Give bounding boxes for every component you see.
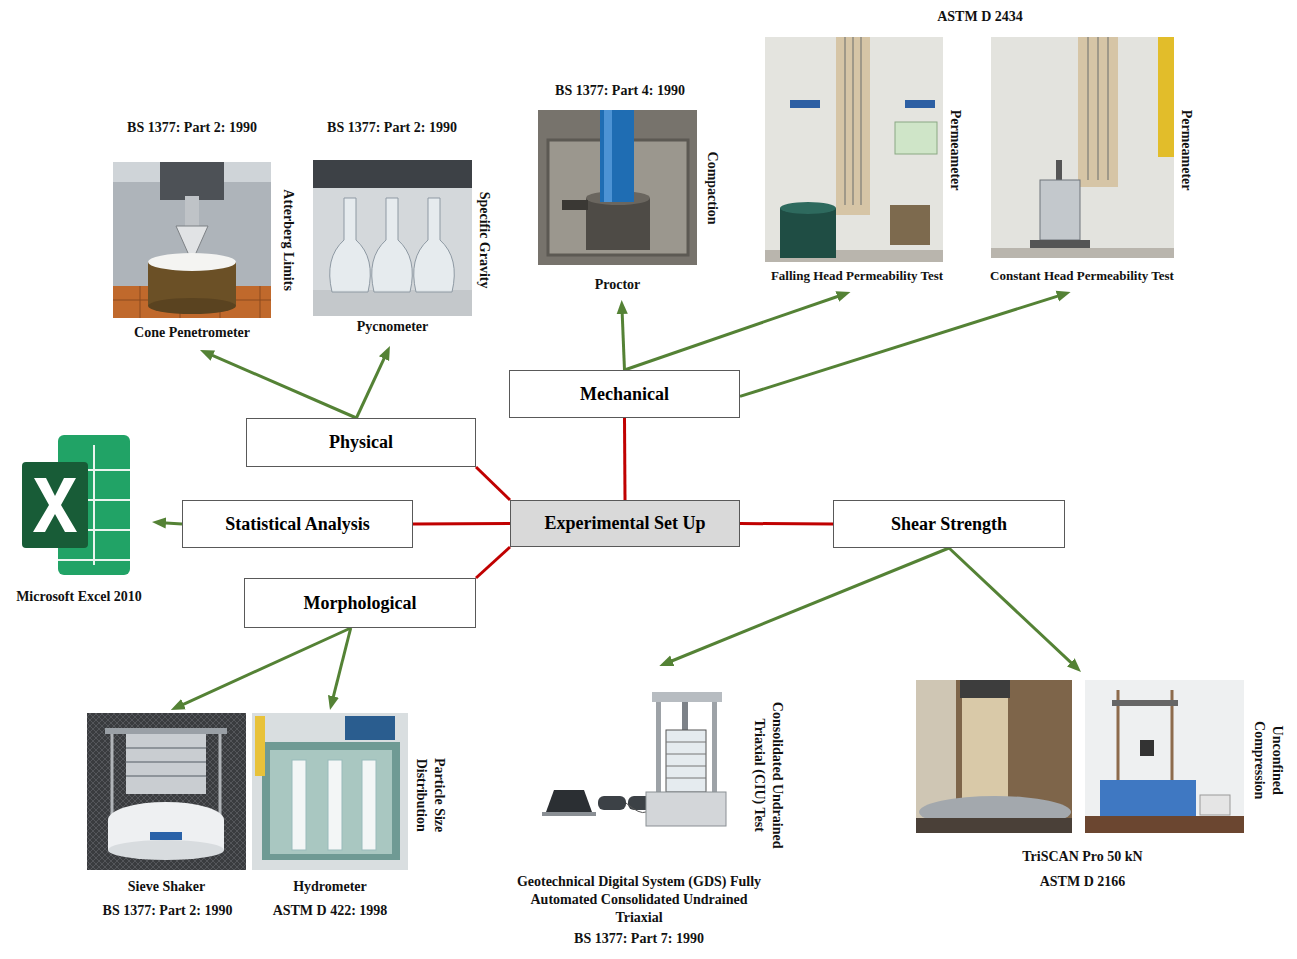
apparatus-name: Geotechnical Digital System (GDS) Fully …	[514, 873, 764, 928]
apparatus-name: Permeameter	[946, 95, 964, 205]
connector-arrow	[356, 351, 387, 418]
box-label: Mechanical	[580, 384, 669, 405]
falling-head-permeameter-photo	[765, 37, 943, 262]
category-box: Morphological	[244, 578, 476, 628]
connector-line	[740, 522, 833, 526]
apparatus-photo: Particle Size DistributionHydrometerASTM…	[250, 710, 450, 925]
test-name: Consolidated Undrained Triaxial (CIU) Te…	[749, 688, 785, 863]
test-name: Unconfined Compression	[1250, 710, 1286, 810]
constant-head-permeameter-photo	[991, 37, 1174, 258]
connector-line	[476, 547, 510, 578]
pycnometer-photo	[313, 160, 472, 316]
standard-label: BS 1377: Part 2: 1990	[307, 119, 477, 137]
apparatus-photo: BS 1377: Part 4: 1990CompactionProctor	[530, 80, 725, 300]
apparatus-photo: BS 1377: Part 2: 1990Atterberg LimitsCon…	[105, 118, 305, 350]
central-box: Experimental Set Up	[510, 500, 740, 547]
standard-label: ASTM D 2166	[1000, 873, 1165, 891]
box-label: Morphological	[304, 593, 417, 614]
apparatus-name: Sieve Shaker	[87, 878, 246, 896]
box-label: Shear Strength	[891, 514, 1007, 535]
apparatus-photo: Consolidated Undrained Triaxial (CIU) Te…	[512, 666, 790, 954]
test-name: Atterberg Limits	[279, 170, 297, 310]
apparatus-name: Proctor	[538, 276, 697, 294]
connector-arrow	[206, 352, 357, 418]
test-name: Compaction	[703, 138, 721, 238]
triaxial-apparatus-figure	[542, 692, 726, 826]
category-box: Shear Strength	[833, 500, 1065, 548]
software-name: Microsoft Excel 2010	[6, 588, 152, 606]
connector-arrow	[622, 306, 625, 370]
category-box: Statistical Analysis	[182, 500, 413, 548]
excel-icon	[22, 435, 130, 575]
hydrometer-photo	[252, 713, 408, 870]
software-icon: Microsoft Excel 2010	[6, 432, 152, 612]
apparatus-photo: PermeameterConstant Head Permeability Te…	[968, 34, 1196, 292]
connector-arrow	[158, 522, 182, 524]
connector-line	[623, 418, 627, 500]
category-box: Physical	[246, 418, 476, 467]
connector-arrow	[331, 628, 350, 704]
sieve-shaker-photo	[87, 713, 246, 870]
proctor-photo	[538, 110, 697, 265]
connector-arrow	[625, 294, 845, 370]
apparatus-name: TriSCAN Pro 50 kN	[1000, 848, 1165, 866]
unconfined-compression-photos	[916, 680, 1244, 833]
standard-label: BS 1377: Part 4: 1990	[538, 82, 702, 100]
apparatus-name: Hydrometer	[252, 878, 408, 896]
connector-line	[476, 467, 510, 500]
standard-label: BS 1377: Part 2: 1990	[85, 902, 250, 920]
category-box: Mechanical	[509, 370, 740, 418]
cone-penetrometer-photo	[113, 162, 271, 318]
apparatus-photo: PermeameterFalling Head Permeability Tes…	[748, 34, 966, 292]
connector-arrow	[176, 628, 350, 708]
apparatus-name: Permeameter	[1177, 95, 1195, 205]
apparatus-photo: BS 1377: Part 2: 1990Specific GravityPyc…	[305, 118, 495, 346]
test-name: Specific Gravity	[475, 170, 493, 310]
standard-label: BS 1377: Part 7: 1990	[514, 930, 764, 948]
standard-label: ASTM D 2434	[900, 8, 1060, 26]
apparatus-photo: Sieve Shaker BS 1377: Part 2: 1990	[85, 710, 250, 925]
standard-label: ASTM D 422: 1998	[252, 902, 408, 920]
apparatus-name: Pycnometer	[313, 318, 472, 336]
test-name: Particle Size Distribution	[412, 745, 448, 845]
test-name: Falling Head Permeability Test	[750, 268, 964, 285]
standard-label: BS 1377: Part 2: 1990	[105, 119, 279, 137]
apparatus-photo: Unconfined CompressionTriSCAN Pro 50 kN A…	[910, 672, 1290, 897]
connector-arrow	[665, 548, 949, 664]
apparatus-name: Cone Penetrometer	[105, 324, 279, 342]
connector-arrow	[740, 294, 1065, 397]
box-label: Statistical Analysis	[225, 514, 370, 535]
connector-arrow	[949, 548, 1077, 668]
connector-line	[413, 522, 510, 526]
box-label: Experimental Set Up	[545, 513, 706, 534]
box-label: Physical	[329, 432, 393, 453]
test-name: Constant Head Permeability Test	[970, 268, 1194, 285]
